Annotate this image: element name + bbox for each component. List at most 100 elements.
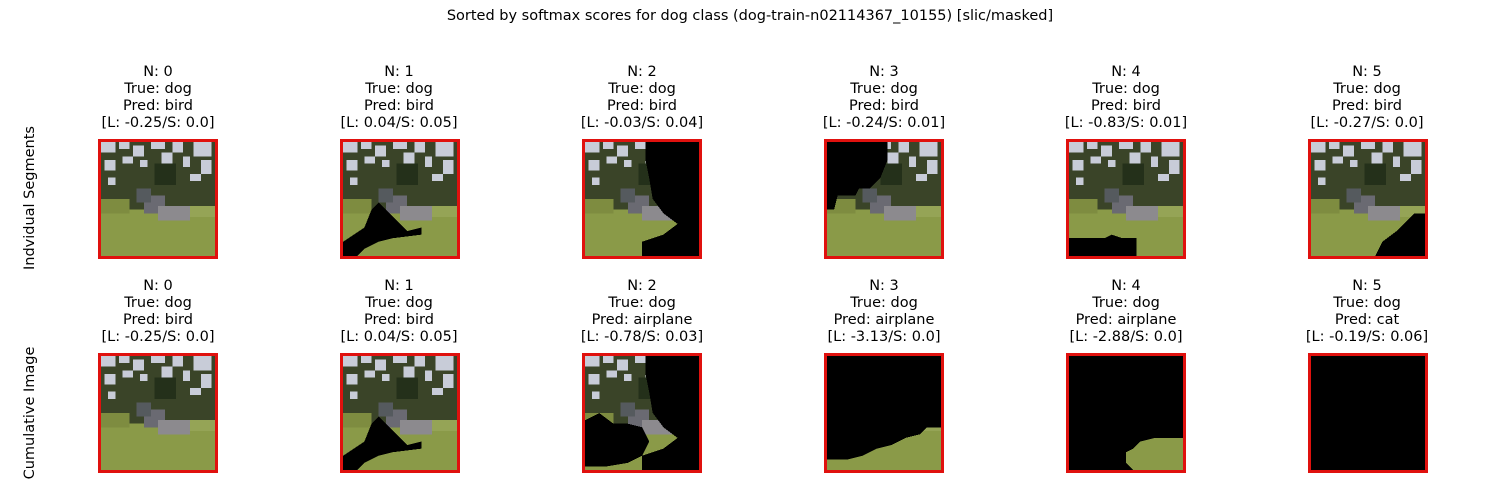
segment-image xyxy=(343,356,457,470)
panel-loss-score: [L: -3.13/S: 0.0] xyxy=(827,329,941,345)
panel-loss-score: [L: -0.27/S: 0.0] xyxy=(1310,115,1424,131)
panel-individual-3: N: 3 True: dog Pred: bird [L: -0.24/S: 0… xyxy=(764,64,1004,132)
panel-pred: Pred: cat xyxy=(1334,312,1400,328)
panel-cumulative-4: N: 4 True: dog Pred: airplane [L: -2.88/… xyxy=(1006,278,1246,346)
panel-true: True: dog xyxy=(1333,81,1401,97)
row-label-individual-segments: Indvidual Segments xyxy=(22,126,38,271)
panel-true: True: dog xyxy=(365,81,433,97)
panel-pred: Pred: bird xyxy=(1091,98,1161,114)
image-individual-1 xyxy=(340,139,460,259)
mask-region xyxy=(1069,356,1183,470)
panel-n: N: 1 xyxy=(384,64,414,80)
panel-title: N: 0 True: dog Pred: bird [L: -0.25/S: 0… xyxy=(38,64,278,132)
panel-true: True: dog xyxy=(1092,295,1160,311)
image-individual-0 xyxy=(98,139,218,259)
image-cumulative-2 xyxy=(582,353,702,473)
mask-region xyxy=(1375,213,1425,256)
panel-loss-score: [L: -0.24/S: 0.01] xyxy=(822,115,946,131)
panel-n: N: 1 xyxy=(384,278,414,294)
panel-loss-score: [L: -0.83/S: 0.01] xyxy=(1064,115,1188,131)
image-cumulative-5 xyxy=(1308,353,1428,473)
panel-cumulative-2: N: 2 True: dog Pred: airplane [L: -0.78/… xyxy=(522,278,762,346)
segment-image xyxy=(1069,356,1183,470)
image-cumulative-0 xyxy=(98,353,218,473)
image-individual-2 xyxy=(582,139,702,259)
panel-cumulative-5: N: 5 True: dog Pred: cat [L: -0.19/S: 0.… xyxy=(1247,278,1487,346)
mask-region xyxy=(1311,356,1425,470)
mask-region xyxy=(642,142,699,256)
panel-n: N: 3 xyxy=(869,64,899,80)
panel-pred: Pred: airplane xyxy=(591,312,693,328)
panel-title: N: 1 True: dog Pred: bird [L: 0.04/S: 0.… xyxy=(279,278,519,346)
panel-pred: Pred: bird xyxy=(123,98,193,114)
mask-region xyxy=(827,356,941,460)
panel-n: N: 0 xyxy=(143,278,173,294)
panel-pred: Pred: bird xyxy=(364,312,434,328)
panel-n: N: 4 xyxy=(1111,278,1141,294)
panel-loss-score: [L: -0.03/S: 0.04] xyxy=(580,115,704,131)
panel-title: N: 0 True: dog Pred: bird [L: -0.25/S: 0… xyxy=(38,278,278,346)
mask-region xyxy=(642,356,699,470)
panel-true: True: dog xyxy=(608,81,676,97)
segment-image xyxy=(101,356,215,470)
panel-true: True: dog xyxy=(850,295,918,311)
panel-loss-score: [L: -0.78/S: 0.03] xyxy=(580,329,704,345)
segment-image xyxy=(343,142,457,256)
panel-true: True: dog xyxy=(608,295,676,311)
panel-cumulative-3: N: 3 True: dog Pred: airplane [L: -3.13/… xyxy=(764,278,1004,346)
row-label-cumulative-image: Cumulative Image xyxy=(22,346,38,480)
image-individual-3 xyxy=(824,139,944,259)
panel-title: N: 2 True: dog Pred: bird [L: -0.03/S: 0… xyxy=(522,64,762,132)
segment-image xyxy=(827,142,941,256)
panel-pred: Pred: airplane xyxy=(833,312,935,328)
panel-individual-1: N: 1 True: dog Pred: bird [L: 0.04/S: 0.… xyxy=(279,64,519,132)
panel-title: N: 5 True: dog Pred: cat [L: -0.19/S: 0.… xyxy=(1247,278,1487,346)
panel-title: N: 5 True: dog Pred: bird [L: -0.27/S: 0… xyxy=(1247,64,1487,132)
panel-n: N: 3 xyxy=(869,278,899,294)
image-cumulative-1 xyxy=(340,353,460,473)
panel-true: True: dog xyxy=(850,81,918,97)
figure-title: Sorted by softmax scores for dog class (… xyxy=(446,8,1054,24)
image-individual-5 xyxy=(1308,139,1428,259)
panel-true: True: dog xyxy=(124,295,192,311)
panel-n: N: 5 xyxy=(1352,278,1382,294)
panel-n: N: 2 xyxy=(627,278,657,294)
panel-title: N: 4 True: dog Pred: airplane [L: -2.88/… xyxy=(1006,278,1246,346)
panel-true: True: dog xyxy=(1092,81,1160,97)
panel-n: N: 2 xyxy=(627,64,657,80)
image-cumulative-3 xyxy=(824,353,944,473)
panel-title: N: 1 True: dog Pred: bird [L: 0.04/S: 0.… xyxy=(279,64,519,132)
panel-individual-0: N: 0 True: dog Pred: bird [L: -0.25/S: 0… xyxy=(38,64,278,132)
segment-image xyxy=(827,356,941,470)
segment-image xyxy=(585,356,699,470)
panel-loss-score: [L: -2.88/S: 0.0] xyxy=(1069,329,1183,345)
panel-pred: Pred: airplane xyxy=(1075,312,1177,328)
panel-n: N: 5 xyxy=(1352,64,1382,80)
mask-region xyxy=(1069,234,1137,256)
mask-region xyxy=(343,202,422,256)
mask-region xyxy=(827,142,888,210)
panel-pred: Pred: bird xyxy=(607,98,677,114)
panel-individual-2: N: 2 True: dog Pred: bird [L: -0.03/S: 0… xyxy=(522,64,762,132)
panel-title: N: 2 True: dog Pred: airplane [L: -0.78/… xyxy=(522,278,762,346)
panel-loss-score: [L: -0.25/S: 0.0] xyxy=(101,115,215,131)
segment-image xyxy=(1311,356,1425,470)
panel-loss-score: [L: -0.25/S: 0.0] xyxy=(101,329,215,345)
panel-pred: Pred: bird xyxy=(364,98,434,114)
segment-image xyxy=(1311,142,1425,256)
image-individual-4 xyxy=(1066,139,1186,259)
mask-region xyxy=(585,413,650,470)
panel-title: N: 4 True: dog Pred: bird [L: -0.83/S: 0… xyxy=(1006,64,1246,132)
panel-individual-5: N: 5 True: dog Pred: bird [L: -0.27/S: 0… xyxy=(1247,64,1487,132)
panel-true: True: dog xyxy=(1333,295,1401,311)
mask-region xyxy=(343,416,422,470)
panel-n: N: 4 xyxy=(1111,64,1141,80)
panel-pred: Pred: bird xyxy=(123,312,193,328)
segment-image xyxy=(101,142,215,256)
panel-pred: Pred: bird xyxy=(849,98,919,114)
image-cumulative-4 xyxy=(1066,353,1186,473)
panel-title: N: 3 True: dog Pred: bird [L: -0.24/S: 0… xyxy=(764,64,1004,132)
panel-true: True: dog xyxy=(365,295,433,311)
panel-true: True: dog xyxy=(124,81,192,97)
panel-pred: Pred: bird xyxy=(1332,98,1402,114)
